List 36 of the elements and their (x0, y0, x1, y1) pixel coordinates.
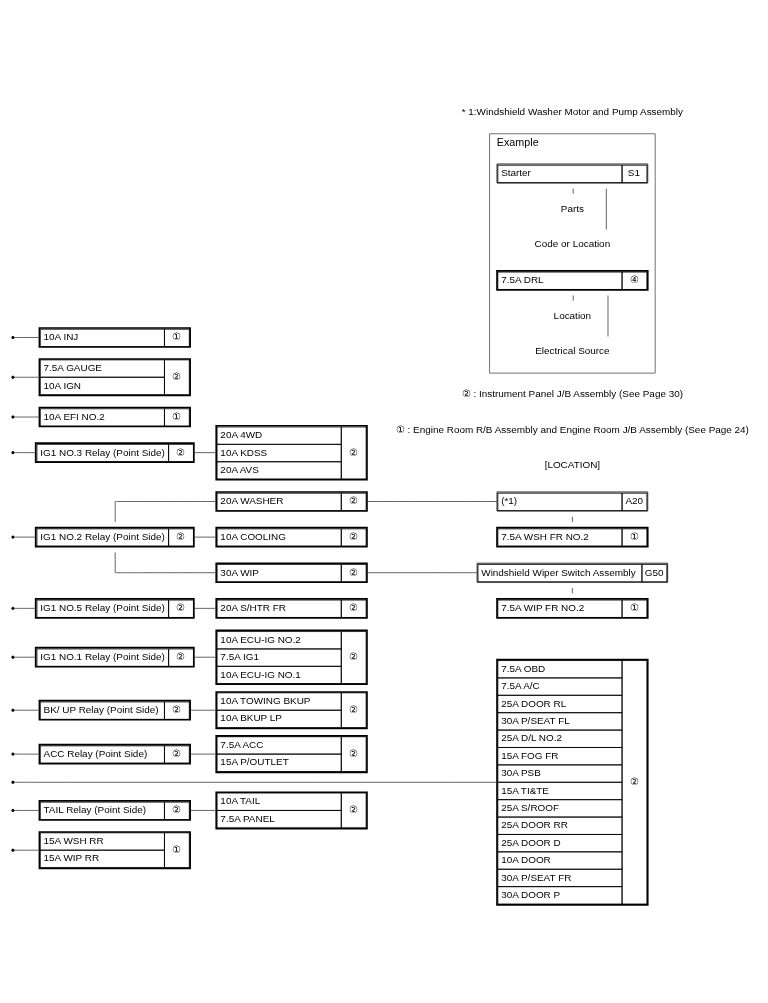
connector (13, 849, 39, 851)
connector (13, 337, 39, 338)
connector (13, 656, 36, 658)
connector (194, 536, 216, 538)
connector (194, 452, 216, 454)
connector (114, 501, 216, 523)
connector (190, 753, 216, 755)
connector (114, 552, 216, 574)
connector (13, 781, 497, 783)
connector (13, 709, 39, 711)
connector (13, 376, 39, 378)
connector (194, 656, 216, 658)
connector (13, 536, 36, 538)
connector (13, 753, 39, 755)
label: [LOCATION] (544, 459, 601, 471)
connector (194, 607, 216, 609)
connector (13, 607, 36, 609)
connector (13, 810, 39, 811)
connector (572, 295, 574, 302)
label: ② : Instrument Panel J/B Assembly (See Page 30) (461, 388, 684, 400)
connector (605, 188, 607, 231)
connector (190, 810, 216, 811)
connector (571, 587, 573, 594)
node-text: Location (553, 309, 592, 321)
connector (190, 709, 216, 711)
connector (367, 572, 478, 574)
connector (13, 416, 39, 418)
connector (571, 516, 573, 523)
connector (572, 188, 574, 195)
label: ① : Engine Room R/B Assembly and Engine Room J/B Assembly (See Page 24) (395, 423, 749, 435)
connector (13, 452, 36, 454)
node-text: Electrical Source (535, 345, 610, 357)
label: * 1:Windshield Washer Motor and Pump Assembly (461, 105, 684, 117)
node-text: Code or Location (534, 238, 611, 250)
connector (367, 501, 498, 502)
node-text: Parts (560, 202, 584, 214)
